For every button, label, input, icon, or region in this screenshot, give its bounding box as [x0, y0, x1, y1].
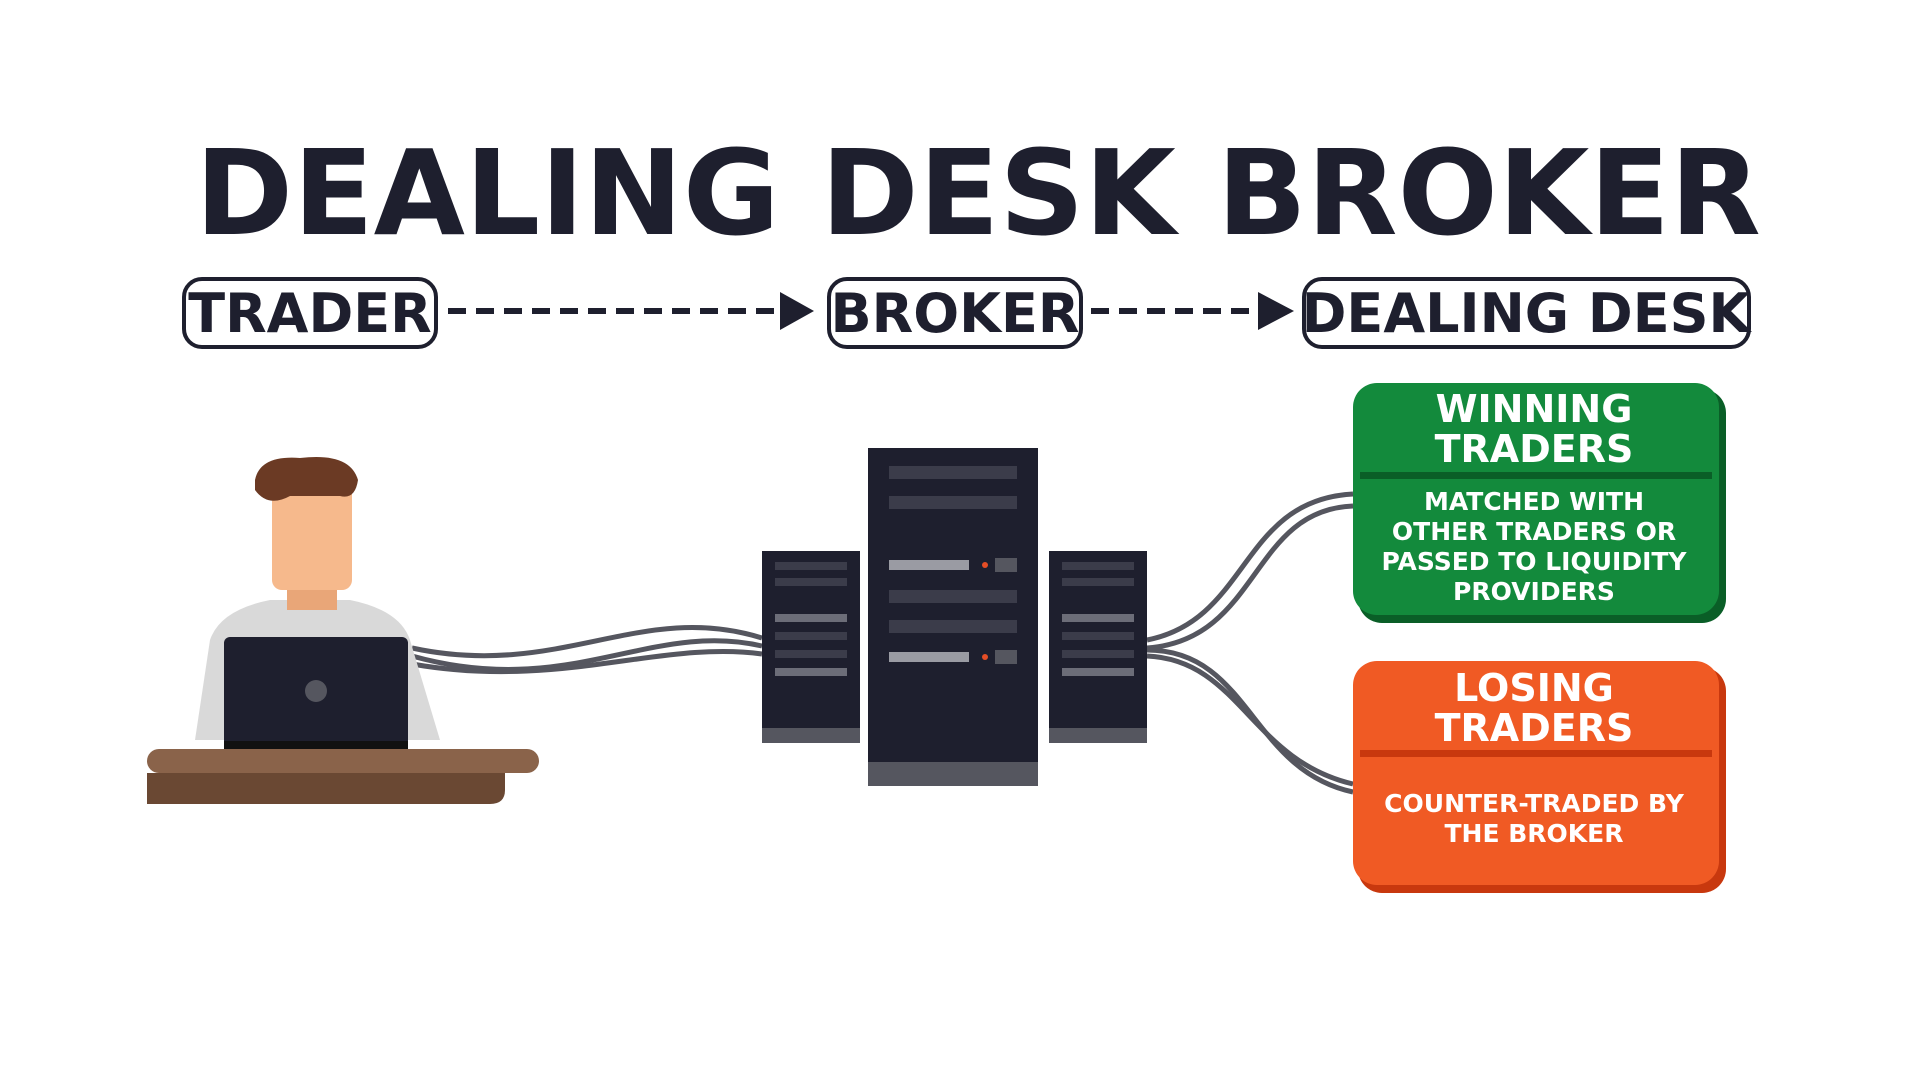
- winning-heading-line: WINNING: [1436, 387, 1633, 431]
- winning-body-line: OTHER TRADERS OR: [1392, 517, 1676, 546]
- desk-top: [147, 749, 539, 773]
- flow-step-label: TRADER: [188, 282, 432, 345]
- losing-heading-line: TRADERS: [1435, 706, 1634, 750]
- losing-traders-box: LOSING TRADERS COUNTER-TRADED BY THE BRO…: [1353, 661, 1726, 893]
- winning-heading-line: TRADERS: [1435, 427, 1634, 471]
- diagram-title: DEALING DESK BROKER: [195, 124, 1761, 262]
- broker-servers: [762, 448, 1147, 786]
- winning-body-line: PASSED TO LIQUIDITY: [1381, 547, 1687, 576]
- cables: [411, 491, 1354, 795]
- winning-traders-box: WINNING TRADERS MATCHED WITH OTHER TRADE…: [1353, 383, 1726, 623]
- winning-body-line: MATCHED WITH: [1424, 487, 1644, 516]
- flow-arrow-1: [448, 292, 814, 330]
- flow-step-label: DEALING DESK: [1302, 282, 1753, 345]
- trader-illustration: [147, 456, 539, 804]
- head: [272, 480, 352, 590]
- flow-step-dealing-desk: DEALING DESK: [1302, 277, 1753, 349]
- flow-step-label: BROKER: [831, 282, 1080, 345]
- losing-heading-line: LOSING: [1454, 666, 1614, 710]
- flow-step-broker: BROKER: [827, 277, 1083, 349]
- hair: [255, 456, 358, 501]
- winning-body-line: PROVIDERS: [1453, 577, 1615, 606]
- losing-body-line: THE BROKER: [1444, 819, 1623, 848]
- laptop-logo-icon: [305, 680, 327, 702]
- losing-body-line: COUNTER-TRADED BY: [1384, 789, 1685, 818]
- flow-step-trader: TRADER: [182, 277, 438, 349]
- flow-arrow-2: [1091, 292, 1294, 330]
